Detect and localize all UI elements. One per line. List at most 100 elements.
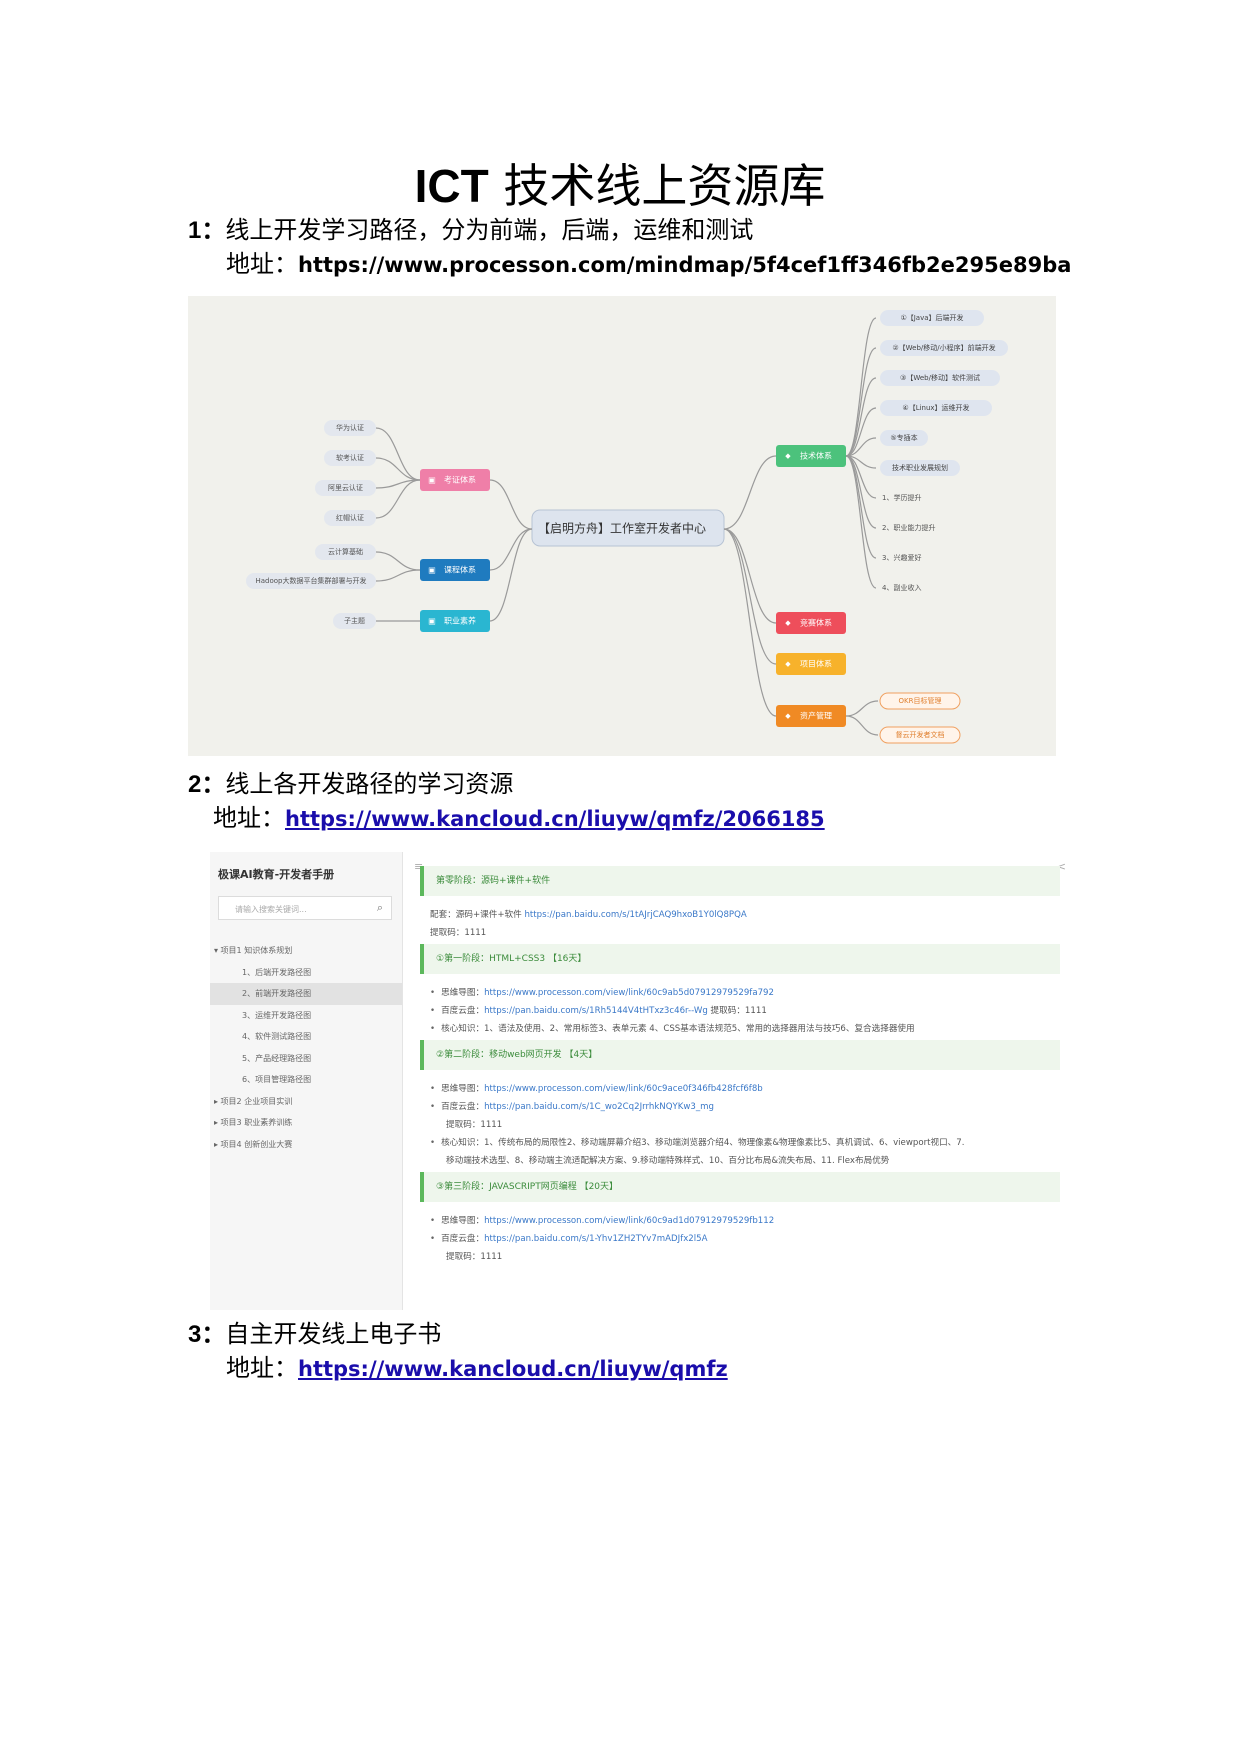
processon-link[interactable]: https://www.processon.com/view/link/60c9… bbox=[484, 1084, 763, 1094]
mindmap-connector bbox=[375, 551, 421, 571]
line-label: 思维导图： bbox=[441, 988, 485, 998]
phase-3-heading: ③第三阶段：JAVASCRIPT网页编程 【20天】 bbox=[420, 1172, 1060, 1202]
baidu-link[interactable]: https://pan.baidu.com/s/1Rh5144V4tHTxz3c… bbox=[484, 1006, 708, 1016]
branch-icon: ◆ bbox=[785, 660, 791, 668]
search-placeholder: 请输入搜索关键词... bbox=[235, 905, 307, 914]
mindmap-connector bbox=[845, 455, 877, 589]
mindmap-leaf-node[interactable] bbox=[880, 430, 928, 446]
mindmap-leaf-node[interactable] bbox=[324, 510, 376, 526]
sidebar-item[interactable]: 6、项目管理路径图 bbox=[242, 1075, 312, 1084]
mindmap-connector bbox=[845, 317, 877, 457]
sidebar-item[interactable]: ▸ 项目3 职业素养训练 bbox=[214, 1118, 293, 1127]
mindmap-connector bbox=[375, 479, 421, 519]
mindmap-leaf-label: ②【Web/移动/小程序】前端开发 bbox=[892, 343, 995, 352]
mindmap-branch-node[interactable] bbox=[776, 445, 846, 467]
list-item: 思维导图：https://www.processon.com/view/link… bbox=[430, 1082, 763, 1094]
mindmap-leaf-node[interactable] bbox=[880, 340, 1008, 356]
mindmap-branch-node[interactable] bbox=[420, 559, 490, 581]
title-latin: ICT bbox=[414, 160, 489, 212]
mindmap-branch-node[interactable] bbox=[776, 612, 846, 634]
search-icon[interactable]: ⌕ bbox=[376, 901, 383, 914]
address-label: 地址： bbox=[226, 250, 298, 278]
mindmap-leaf-node[interactable] bbox=[315, 480, 376, 496]
list-item: 思维导图：https://www.processon.com/view/link… bbox=[430, 986, 774, 998]
mindmap-leaf-label: ⑤专插本 bbox=[890, 433, 917, 442]
branch-icon: ◆ bbox=[785, 712, 791, 720]
mindmap-leaf-node[interactable] bbox=[246, 573, 376, 589]
mindmap-leaf-label: 华为认证 bbox=[336, 423, 364, 432]
mindmap-branch-node[interactable] bbox=[776, 705, 846, 727]
mindmap-connector bbox=[375, 457, 421, 481]
mindmap-leaf-node[interactable] bbox=[324, 420, 376, 436]
mindmap-connector bbox=[845, 407, 877, 457]
mindmap-connector bbox=[723, 528, 777, 665]
mindmap-leaf-label: 阿里云认证 bbox=[328, 483, 363, 492]
share-icon[interactable]: < bbox=[1056, 860, 1066, 873]
mindmap-leaf-node[interactable] bbox=[315, 544, 376, 560]
mindmap-branch-node[interactable] bbox=[420, 610, 490, 632]
docs-search-input[interactable]: 请输入搜索关键词... ⌕ bbox=[218, 896, 392, 920]
sidebar-item[interactable]: ▾ 项目1 知识体系规划 bbox=[214, 946, 293, 955]
processon-link[interactable]: https://www.processon.com/view/link/60c9… bbox=[484, 1216, 775, 1226]
mindmap-leaf-node[interactable] bbox=[324, 450, 376, 466]
section-number: 2： bbox=[188, 771, 226, 798]
mindmap-leaf-label: 3、兴趣爱好 bbox=[882, 553, 921, 562]
page-title: ICT 技术线上资源库 bbox=[0, 158, 1240, 214]
mindmap-connector bbox=[845, 715, 879, 736]
mindmap-leaf-node[interactable] bbox=[879, 726, 961, 744]
mindmap-branch-label: 竞赛体系 bbox=[800, 618, 832, 628]
mindmap-leaf-node[interactable] bbox=[880, 400, 992, 416]
mindmap-leaf-node[interactable] bbox=[333, 613, 376, 629]
mindmap-leaf-label: 督云开发者文档 bbox=[896, 730, 945, 739]
kancloud-book-link[interactable]: https://www.kancloud.cn/liuyw/qmfz bbox=[298, 1357, 728, 1381]
extract-code: 提取码：1111 bbox=[446, 1120, 503, 1130]
mindmap-leaf-node[interactable] bbox=[879, 692, 961, 710]
sidebar-item[interactable]: ▸ 项目4 创新创业大赛 bbox=[214, 1139, 293, 1149]
line-label: 思维导图： bbox=[441, 1216, 485, 1226]
mindmap-leaf-node[interactable] bbox=[880, 370, 1000, 386]
section-number: 1： bbox=[188, 217, 226, 244]
section-text: 自主开发线上电子书 bbox=[225, 1320, 442, 1348]
mindmap-leaf-label: 技术职业发展规划 bbox=[892, 463, 948, 472]
line-label: 思维导图： bbox=[441, 1084, 485, 1094]
mindmap-leaf-label: 4、副业收入 bbox=[882, 583, 921, 592]
sidebar-item[interactable]: 3、运维开发路径图 bbox=[242, 1010, 312, 1020]
mindmap-leaf-label: 软考认证 bbox=[336, 453, 364, 462]
baidu-link[interactable]: https://pan.baidu.com/s/1C_wo2Cq2JrrhkNQ… bbox=[484, 1102, 714, 1112]
baidu-link[interactable]: https://pan.baidu.com/s/1-Yhv1ZH2TYv7mAD… bbox=[484, 1234, 708, 1244]
mindmap-branch-node[interactable] bbox=[420, 469, 490, 491]
sidebar-item[interactable]: ▸ 项目2 企业项目实训 bbox=[214, 1096, 293, 1106]
mindmap-connector bbox=[723, 528, 777, 624]
processon-link[interactable]: https://www.processon.com/view/link/60c9… bbox=[484, 988, 774, 998]
mindmap-leaf-label: 2、职业能力提升 bbox=[882, 523, 935, 532]
mindmap-connector bbox=[489, 528, 533, 571]
menu-icon[interactable]: ≡ bbox=[414, 860, 424, 873]
extract-code: 提取码：1111 bbox=[430, 928, 487, 938]
mindmap-leaf-label: Hadoop大数据平台集群部署与开发 bbox=[255, 576, 366, 585]
mindmap-leaf-label: ①【Java】后端开发 bbox=[900, 313, 963, 322]
sidebar-item[interactable]: 5、产品经理路径图 bbox=[242, 1053, 312, 1063]
section-3-address: 地址：https://www.kancloud.cn/liuyw/qmfz bbox=[226, 1352, 728, 1385]
sidebar-item[interactable]: 4、软件测试路径图 bbox=[242, 1032, 312, 1041]
mindmap-url[interactable]: https://www.processon.com/mindmap/5f4cef… bbox=[298, 253, 1072, 277]
line-label: 百度云盘： bbox=[441, 1102, 485, 1112]
section-text: 线上开发学习路径，分为前端，后端，运维和测试 bbox=[225, 216, 754, 244]
mindmap-leaf-label: OKR目标管理 bbox=[899, 696, 942, 705]
baidu-link[interactable]: https://pan.baidu.com/s/1tAJrjCAQ9hxoB1Y… bbox=[524, 910, 747, 920]
kancloud-route-link[interactable]: https://www.kancloud.cn/liuyw/qmfz/20661… bbox=[285, 807, 825, 831]
branch-icon: ◆ bbox=[785, 452, 791, 460]
line-label: 百度云盘： bbox=[441, 1234, 485, 1244]
branch-icon: ▣ bbox=[428, 476, 436, 485]
mindmap-leaf-label: 红帽认证 bbox=[336, 513, 364, 522]
mindmap-branch-label: 职业素养 bbox=[444, 616, 476, 626]
mindmap-branch-node[interactable] bbox=[776, 653, 846, 675]
mindmap-canvas: 【启明方舟】工作室开发者中心考证体系▣华为认证软考认证阿里云认证红帽认证课程体系… bbox=[246, 310, 1008, 744]
list-item: 核心知识：1、语法及使用、2、常用标签3、表单元素 4、CSS基本语法规范5、常… bbox=[430, 1022, 915, 1034]
mindmap-branch-label: 课程体系 bbox=[444, 565, 476, 575]
mindmap-leaf-node[interactable] bbox=[880, 460, 960, 476]
title-cjk: 技术线上资源库 bbox=[488, 159, 826, 213]
mindmap-leaf-node[interactable] bbox=[880, 310, 984, 326]
sidebar-item[interactable]: 2、前端开发路径图 bbox=[210, 983, 402, 1005]
mindmap-center-node[interactable] bbox=[531, 509, 725, 547]
sidebar-item[interactable]: 1、后端开发路径图 bbox=[242, 967, 312, 977]
